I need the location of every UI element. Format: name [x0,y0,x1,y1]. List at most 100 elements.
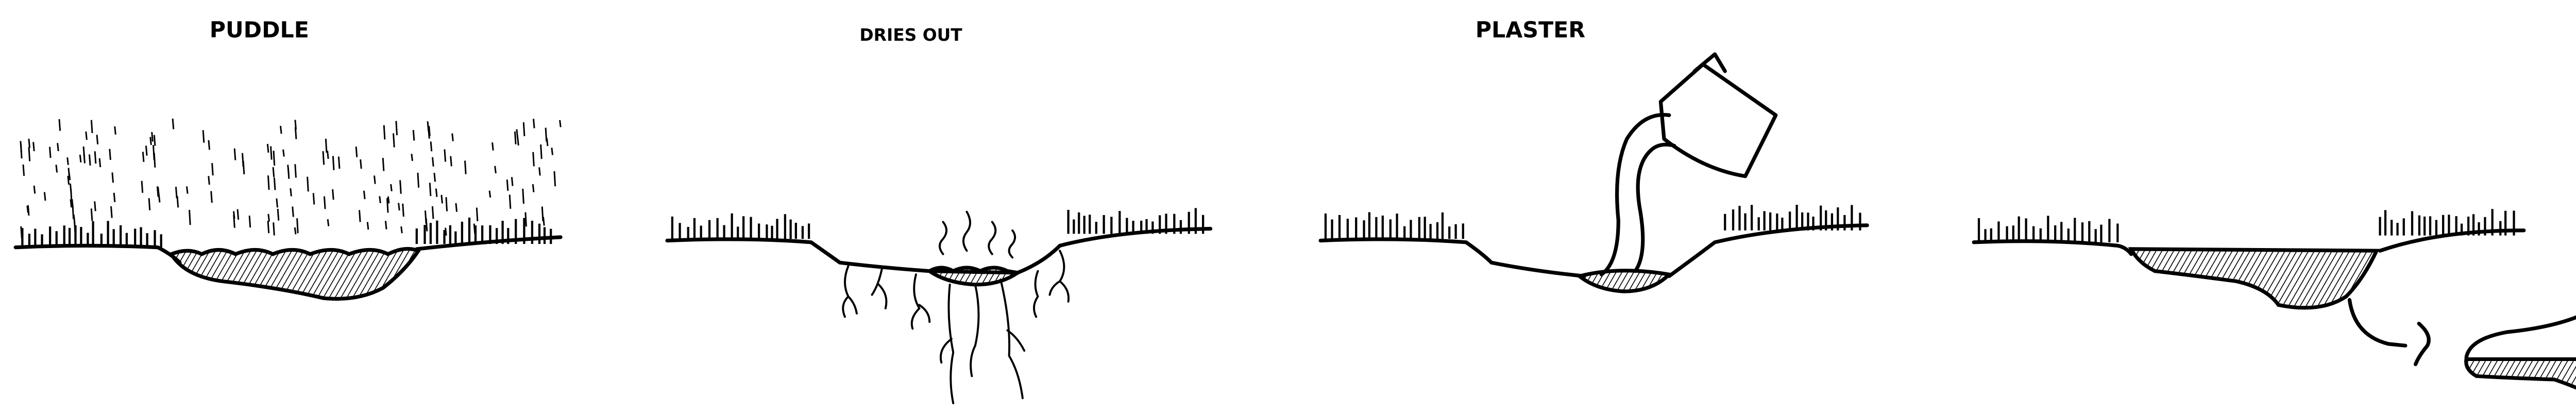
raindrop [464,160,467,174]
raindrop [94,151,97,164]
panel-dries-out [665,208,1213,404]
raindrop [383,125,386,140]
raindrop [272,167,275,177]
bucket-icon [1658,52,1778,178]
raindrop [66,157,69,165]
plaster-stream [1599,113,1676,276]
panel-plaster [1318,52,1869,293]
raindrop [400,226,403,234]
raindrop [538,167,541,176]
raindrop [382,158,385,171]
raindrop [430,141,433,152]
raindrop [411,154,413,161]
raindrop [57,143,59,152]
raindrop [398,203,400,211]
raindrop [211,163,214,176]
plaster-in-puddle [1575,269,1673,293]
raindrop [148,198,151,210]
filled-cast-in-ground [2128,247,2380,310]
raindrop [379,196,381,203]
raindrop [325,138,328,153]
raindrop [386,198,389,213]
raindrop [522,122,526,137]
raindrop [294,164,297,178]
raindrop [267,214,270,222]
raindrop [524,212,527,227]
raindrop [384,221,387,229]
roots [842,250,1070,404]
raindrop [114,126,116,135]
raindrop [506,179,509,191]
raindrop [109,149,111,160]
steam [938,210,1016,259]
raindrop [149,137,152,145]
raindrop [276,198,279,208]
raindrop [514,131,517,144]
raindrop [431,206,434,219]
grass-left [671,213,810,239]
grass-left [21,221,162,248]
raindrop [360,159,362,169]
raindrop [153,153,156,168]
raindrop [387,196,390,204]
raindrop [282,149,285,157]
raindrop [417,172,420,188]
raindrop [425,218,428,232]
raindrop [33,185,36,194]
raindrop [435,188,438,197]
raindrop [280,125,282,134]
grass-left [1324,212,1464,239]
raindrop [32,142,35,152]
raindrop [323,196,326,209]
raindrop [85,131,88,140]
raindrop [67,175,70,185]
raindrop [395,121,398,136]
raindrop [242,160,245,175]
raindrop [522,188,524,204]
raindrop [202,130,205,143]
raindrop [55,165,58,173]
raindrop [294,120,297,130]
raindrop [79,154,82,163]
panel-cast [1972,209,2576,390]
raindrop [26,205,29,213]
raindrop [142,152,145,162]
raindrop [208,140,211,150]
raindrop [412,129,415,141]
raindrop [208,176,210,185]
raindrop [94,201,96,211]
raindrop [22,164,25,176]
raindrop [366,222,369,230]
raindrop [516,129,519,138]
raindrop [68,173,71,181]
raindrop [511,177,514,186]
raindrop [402,203,404,217]
raindrop [322,151,325,165]
raindrop [337,156,341,169]
raindrop [141,181,144,193]
raindrop [270,146,273,160]
raindrop [393,133,395,147]
raindrop [428,129,430,139]
raindrop [151,132,154,142]
raindrop [273,177,276,190]
raindrop [509,194,512,209]
panel-title-plaster: PLASTER [1476,17,1586,43]
raindrop [532,152,535,167]
raindrop [363,190,366,200]
raindrop [307,176,309,192]
raindrop [175,187,178,199]
ground-line [1318,223,1869,278]
raindrop [158,194,161,203]
raindrop [113,192,116,203]
raindrop [532,184,535,192]
raindrop [43,192,46,201]
rain [20,118,562,239]
raindrop [355,146,358,157]
raindrop [20,143,23,159]
raindrop [88,154,91,166]
raindrop [494,166,497,174]
grass-left [1977,216,2119,242]
